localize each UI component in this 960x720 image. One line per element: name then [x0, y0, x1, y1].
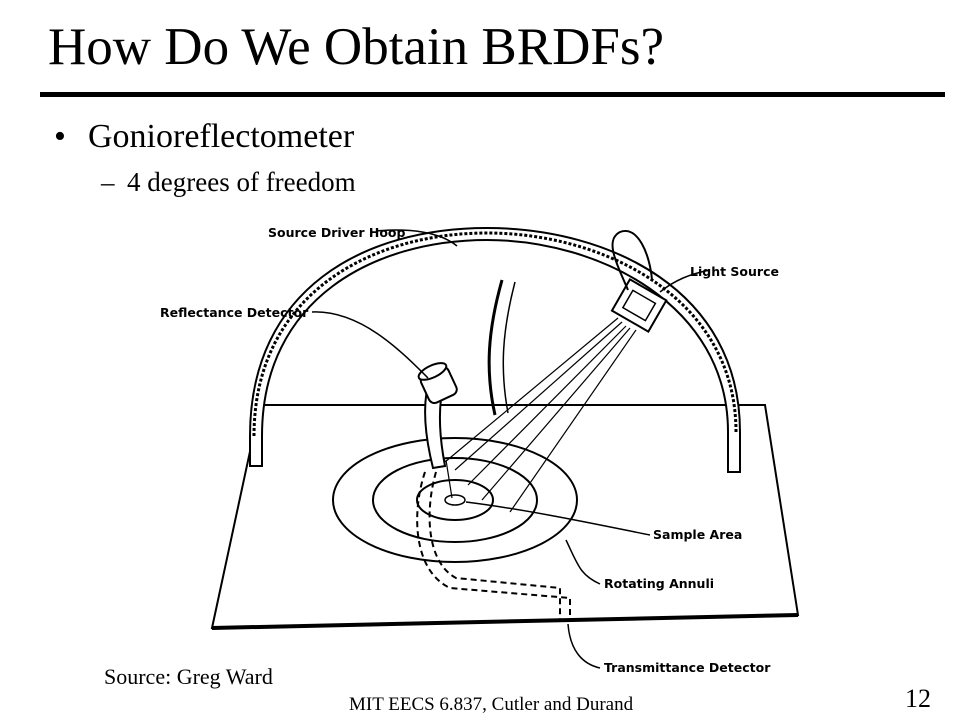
source-driver-hoop — [249, 226, 741, 473]
gonioreflectometer-drawing: Source Driver Hoop Light Source Reflecta… — [160, 225, 800, 675]
sub-bullet-item: –4 degrees of freedom — [101, 165, 356, 199]
light-source-cable — [611, 229, 653, 291]
title-underline — [40, 92, 945, 97]
gonioreflectometer-diagram: Source Driver Hoop Light Source Reflecta… — [150, 210, 810, 680]
sample-area-leader — [465, 501, 651, 536]
label-rotating-annuli: Rotating Annuli — [604, 576, 714, 591]
label-reflectance-detector: Reflectance Detector — [160, 305, 309, 320]
reflectance-leader — [311, 311, 429, 379]
light-beam — [444, 317, 637, 513]
reflectance-detector — [417, 362, 458, 470]
light-source-housing — [610, 278, 668, 333]
bullet-item: • Gonioreflectometer — [54, 116, 354, 158]
sub-bullet-text: 4 degrees of freedom — [127, 167, 356, 197]
page-number: 12 — [905, 684, 931, 713]
sub-bullet-marker: – — [101, 167, 115, 197]
inner-annulus — [416, 479, 494, 521]
bullet-text: Gonioreflectometer — [88, 118, 355, 155]
rotating-annuli-leader — [565, 539, 601, 585]
bullet-marker: • — [54, 118, 66, 155]
transmittance-leader — [567, 623, 601, 669]
footer-text: MIT EECS 6.837, Cutler and Durand — [349, 694, 634, 715]
sample-spot — [444, 494, 466, 506]
label-sample-area: Sample Area — [653, 527, 742, 542]
label-transmittance-detector: Transmittance Detector — [604, 660, 771, 675]
base-plate-edge — [211, 613, 799, 630]
support-arm — [487, 279, 504, 416]
middle-annulus — [372, 457, 538, 543]
hoop-leader — [375, 229, 458, 247]
label-light-source: Light Source — [690, 264, 779, 279]
light-source-leader — [659, 269, 711, 293]
figure-credit: Source: Greg Ward — [104, 664, 273, 689]
sample-ray — [445, 459, 453, 499]
label-source-driver-hoop: Source Driver Hoop — [268, 225, 405, 240]
slide-title: How Do We Obtain BRDFs? — [48, 18, 665, 76]
transmittance-path-edge — [428, 471, 561, 620]
hoop-shading — [252, 231, 738, 437]
support-arm-edge — [502, 281, 516, 414]
